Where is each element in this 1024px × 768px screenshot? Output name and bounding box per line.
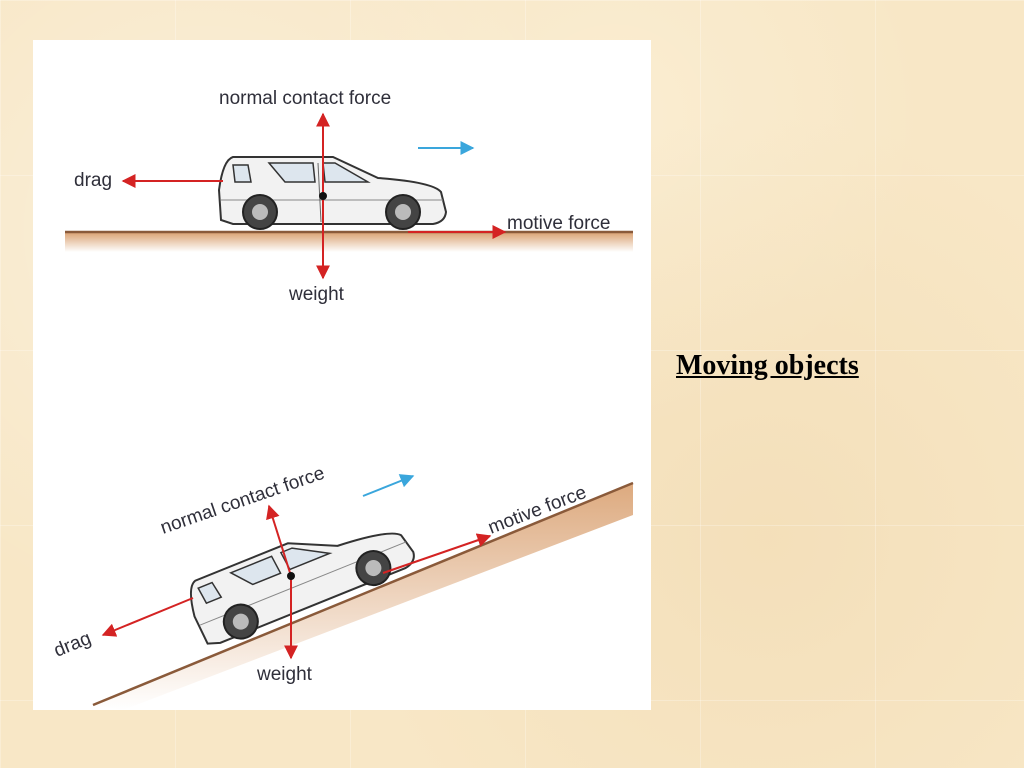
forces-diagram-svg: normal contact force drag motive force w… [51,88,634,710]
flat-weight-label: weight [288,284,345,305]
incline-scene: normal contact force drag motive force w… [51,463,634,710]
forces-diagram: normal contact force drag motive force w… [33,40,651,710]
flat-car [217,156,448,230]
incline-drag-label: drag [51,628,94,662]
incline-motion-arrow [362,474,415,497]
flat-centre-of-mass [319,192,327,200]
incline-centre-of-mass [287,572,295,580]
incline-motive-force-arrow [382,533,492,574]
incline-normal-force-arrow [266,504,292,577]
incline-drag-arrow [101,597,194,637]
slide-title: Moving objects [676,350,859,381]
incline-car [189,532,415,645]
flat-normal-force-label: normal contact force [219,88,391,109]
incline-weight-label: weight [256,664,313,685]
incline-normal-force-label: normal contact force [158,463,328,539]
flat-ground [65,232,633,252]
flat-road-scene: normal contact force drag motive force w… [65,88,633,305]
flat-drag-label: drag [74,170,112,191]
flat-motive-force-label: motive force [507,213,610,234]
incline-road-line [92,481,634,707]
